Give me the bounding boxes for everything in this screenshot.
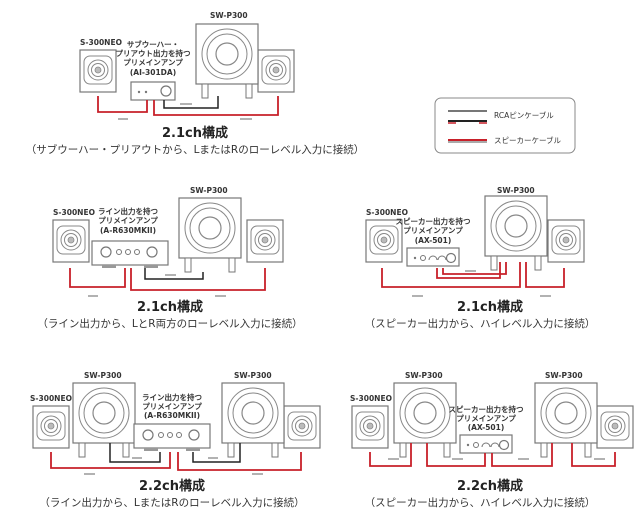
amp-label-line: スピーカー出力を持つ	[449, 404, 524, 414]
amp-label-line: (AX-501)	[468, 423, 505, 432]
amp-label-line: サブウーハー・	[127, 39, 179, 49]
speaker-label: S-300NEO	[350, 394, 392, 403]
subwoofer-right	[534, 382, 598, 458]
speaker-cable-right	[153, 96, 279, 116]
amplifier	[130, 81, 176, 101]
speaker-label: S-300NEO	[30, 394, 72, 403]
speaker-label: S-300NEO	[366, 208, 408, 217]
diagram-1: S-300NEO SW-P300 サブウーハー・ プリアウト出力を持つ プリメイ…	[26, 11, 364, 156]
subwoofer-label-right: SW-P300	[234, 371, 272, 380]
subwoofer	[484, 195, 548, 271]
amp-label-line: (AI-301DA)	[130, 68, 176, 77]
subwoofer-label-right: SW-P300	[545, 371, 583, 380]
amp-label-line: スピーカー出力を持つ	[396, 216, 471, 226]
diagram-title: 2.1ch構成	[137, 299, 203, 315]
diagram-2: S-300NEO SW-P300 ライン出力を持つ プリメインアンプ (A-R6…	[37, 186, 302, 330]
amp-label-line: プリメインアンプ	[123, 57, 183, 67]
amp-label-line: プリアウト出力を持つ	[116, 48, 191, 58]
subwoofer-label: SW-P300	[190, 186, 228, 195]
amp-label-line: プリメインアンプ	[142, 401, 202, 411]
subwoofer	[195, 23, 259, 99]
diagram-5: S-300NEO SW-P300 SW-P300 スピーカー出力を持つ プリメイ…	[350, 371, 634, 509]
diagram-subtitle: （ライン出力から、LまたはRのローレベル入力に接続）	[39, 496, 304, 509]
diagram-title: 2.1ch構成	[162, 125, 228, 141]
rca-cable-left	[109, 443, 161, 463]
subwoofer-left	[393, 382, 457, 458]
speaker-cable-left	[369, 443, 412, 467]
diagram-subtitle: （ライン出力から、LとR両方のローレベル入力に接続）	[37, 317, 302, 330]
diagram-subtitle: （スピーカー出力から、ハイレベル入力に接続）	[365, 496, 596, 509]
speaker-cable-amp-sub	[442, 262, 507, 275]
left-speaker	[79, 49, 117, 93]
amp-label-line: ライン出力を持つ	[142, 392, 202, 402]
speaker-cable-left	[69, 268, 126, 288]
speaker-cable-right	[571, 443, 616, 467]
left-speaker	[32, 405, 70, 449]
diagram-4: S-300NEO SW-P300 SW-P300 ライン出力を持つ プリメインア…	[30, 371, 321, 509]
right-speaker	[596, 405, 634, 449]
left-speaker	[365, 219, 403, 263]
amp-label-line: (AX-501)	[415, 236, 452, 245]
amp-label-line: (A-R630MKII)	[144, 411, 200, 420]
subwoofer-label-left: SW-P300	[405, 371, 443, 380]
left-speaker	[52, 219, 90, 263]
amplifier	[133, 423, 211, 452]
subwoofer-label: SW-P300	[210, 11, 248, 20]
legend-rca-label: RCAピンケーブル	[494, 110, 554, 120]
speaker-label: S-300NEO	[53, 208, 95, 217]
speaker-cable-amp-sub-right	[491, 443, 553, 467]
amp-label-line: プリメインアンプ	[98, 215, 158, 225]
right-speaker	[246, 219, 284, 263]
diagram-title: 2.2ch構成	[457, 478, 523, 494]
rca-cable	[144, 268, 204, 280]
amplifier	[406, 247, 460, 267]
left-speaker	[351, 405, 389, 449]
amplifier	[91, 240, 169, 269]
amplifier	[459, 434, 513, 454]
diagram-3: S-300NEO SW-P300 スピーカー出力を持つ プリメインアンプ (AX…	[365, 186, 596, 330]
speaker-cable-right	[525, 262, 565, 288]
right-speaker	[283, 405, 321, 449]
rca-cable	[163, 96, 219, 109]
rca-cable-right	[192, 443, 241, 463]
speaker-cable-right	[130, 268, 266, 291]
legend: RCAピンケーブル スピーカーケーブル	[434, 97, 576, 154]
diagram-title: 2.1ch構成	[457, 299, 523, 315]
speaker-cable-left	[381, 262, 521, 288]
diagram-subtitle: （サブウーハー・プリアウトから、LまたはRのローレベル入力に接続）	[26, 143, 364, 156]
subwoofer-label-left: SW-P300	[84, 371, 122, 380]
amp-label-line: (A-R630MKII)	[100, 226, 156, 235]
diagram-subtitle: （スピーカー出力から、ハイレベル入力に接続）	[365, 317, 596, 330]
speaker-cable-left	[50, 452, 171, 469]
speaker-cable-amp-sub-left	[426, 443, 486, 467]
subwoofer-left	[72, 382, 136, 458]
legend-speaker-label: スピーカーケーブル	[494, 135, 562, 145]
subwoofer-right	[221, 382, 285, 458]
right-speaker	[547, 219, 585, 263]
diagram-title: 2.2ch構成	[139, 478, 205, 494]
right-speaker	[257, 49, 295, 93]
subwoofer-label: SW-P300	[497, 186, 535, 195]
speaker-label: S-300NEO	[80, 38, 122, 47]
speaker-cable-amp-sub	[436, 262, 501, 279]
speaker-cable-right	[177, 452, 302, 471]
amp-label-line: プリメインアンプ	[456, 413, 516, 423]
amp-label-line: プリメインアンプ	[403, 225, 463, 235]
amp-label-line: ライン出力を持つ	[98, 206, 158, 216]
subwoofer	[178, 197, 242, 273]
speaker-cable-left	[97, 96, 148, 113]
